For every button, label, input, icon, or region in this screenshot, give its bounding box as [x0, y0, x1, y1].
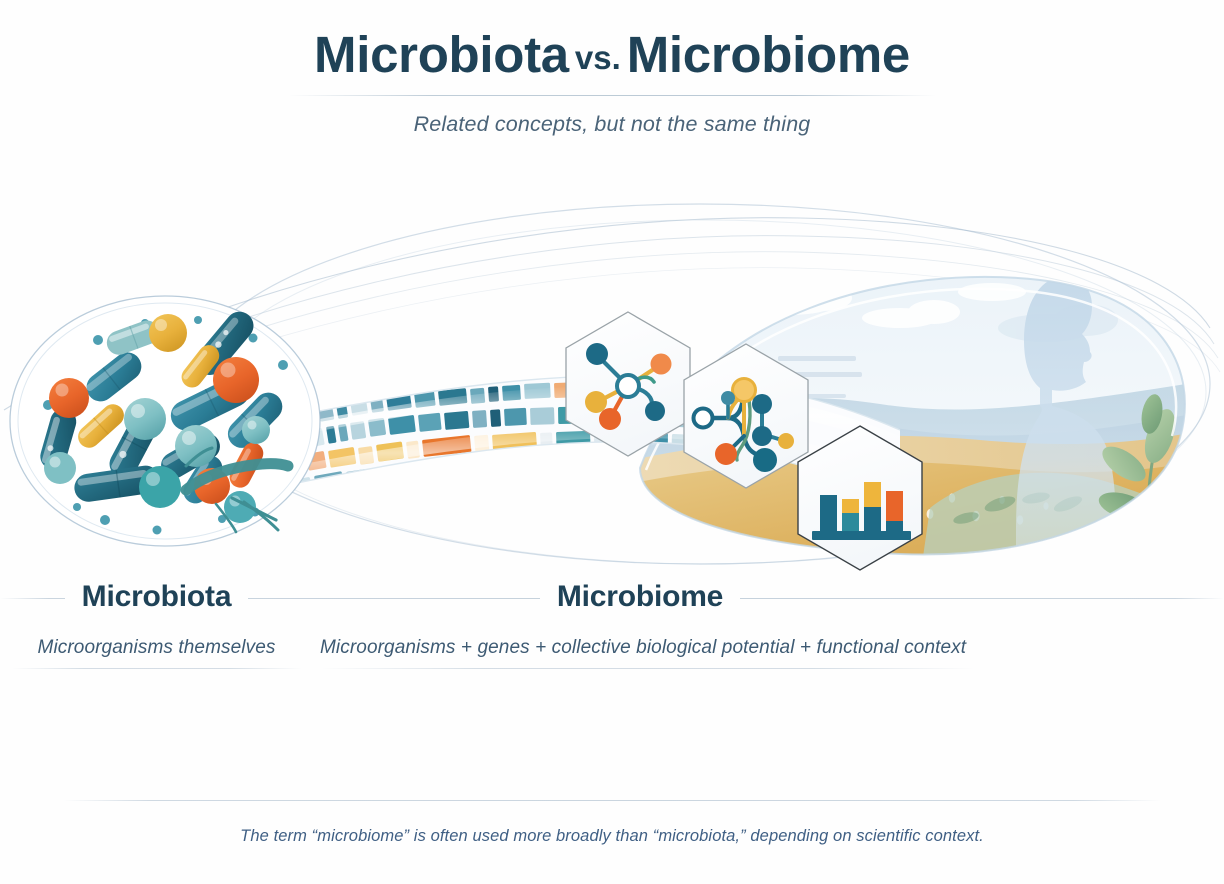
network-nodes-icon — [585, 343, 672, 430]
term-microbiome-description: Microorganisms + genes + collective biol… — [320, 637, 967, 658]
bar-chart-icon — [812, 482, 911, 540]
main-illustration — [0, 168, 1224, 588]
term-microbiome: Microbiome Microorganisms + genes + coll… — [320, 574, 975, 669]
term-microbiota: Microbiota Microorganisms themselves — [0, 574, 313, 669]
hex-network-molecule — [565, 311, 691, 457]
title-vs: vs. — [574, 39, 621, 76]
footer-note: The term “microbiome” is often used more… — [240, 827, 984, 845]
human-silhouette — [1016, 276, 1116, 555]
footer-divider — [63, 800, 1161, 801]
microbe-cocci — [44, 314, 270, 523]
title-part-microbiome: Microbiome — [626, 26, 911, 83]
term-microbiome-name: Microbiome — [539, 574, 741, 620]
footer: The term “microbiome” is often used more… — [0, 800, 1224, 846]
hex-metabolic-pathway — [683, 343, 809, 489]
term-microbiota-description: Microorganisms themselves — [37, 637, 276, 658]
title-divider — [288, 95, 936, 97]
term-microbiome-underline — [320, 668, 975, 669]
molecular-pathway-icon — [691, 377, 794, 472]
hex-bar-chart — [797, 425, 923, 571]
microbe-flagellated — [180, 446, 294, 534]
page-subtitle: Related concepts, but not the same thing — [413, 112, 811, 137]
title-part-microbiota: Microbiota — [314, 26, 569, 83]
term-microbiota-name: Microbiota — [64, 574, 249, 620]
term-microbiota-underline — [11, 668, 302, 669]
term-label-band: Microbiota Microorganisms themselves Mic… — [0, 574, 1224, 670]
microbe-cluster — [9, 295, 321, 547]
